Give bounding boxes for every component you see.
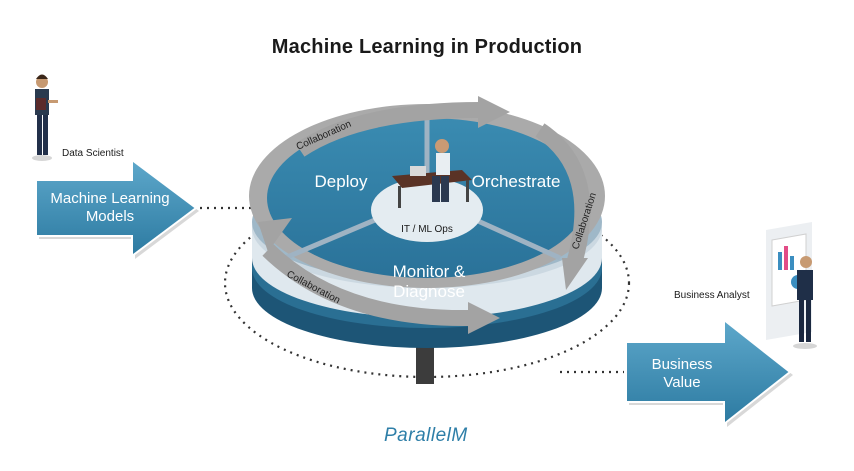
bottom-cycle-arrow: [262, 244, 471, 327]
business-value-arrow-label: Business Value: [632, 356, 732, 392]
business-analyst-label: Business Analyst: [674, 290, 750, 301]
monitor-segment-label: Monitor & Diagnose: [374, 262, 484, 302]
page-title: Machine Learning in Production: [271, 36, 583, 58]
business-value-line2: Value: [663, 374, 701, 391]
ml-models-line1: Machine Learning: [50, 190, 170, 207]
business-analyst-icon: [766, 222, 817, 349]
ml-models-arrow-label: Machine Learning Models: [40, 190, 180, 226]
top-cycle-arrow: [295, 102, 481, 157]
it-ml-ops-label: IT / ML Ops: [401, 224, 453, 235]
ml-models-line2: Models: [85, 208, 135, 225]
orchestrate-segment-label: Orchestrate: [471, 172, 561, 191]
disc-stem: [416, 336, 434, 384]
business-value-arrow: [625, 317, 793, 427]
deploy-segment-label: Deploy: [314, 172, 368, 191]
monitor-line1: Monitor &: [392, 262, 466, 281]
parallelm-logo: ParallelM: [384, 425, 468, 446]
ml-models-arrow: [35, 158, 199, 259]
data-scientist-label: Data Scientist: [62, 148, 124, 159]
monitor-line2: Diagnose: [393, 282, 465, 301]
dotted-orbit: [223, 187, 631, 379]
right-cycle-arrow: [535, 123, 591, 263]
data-scientist-icon: [32, 74, 58, 161]
ml-ops-person-icon: [392, 139, 472, 208]
business-value-line1: Business: [651, 356, 713, 373]
